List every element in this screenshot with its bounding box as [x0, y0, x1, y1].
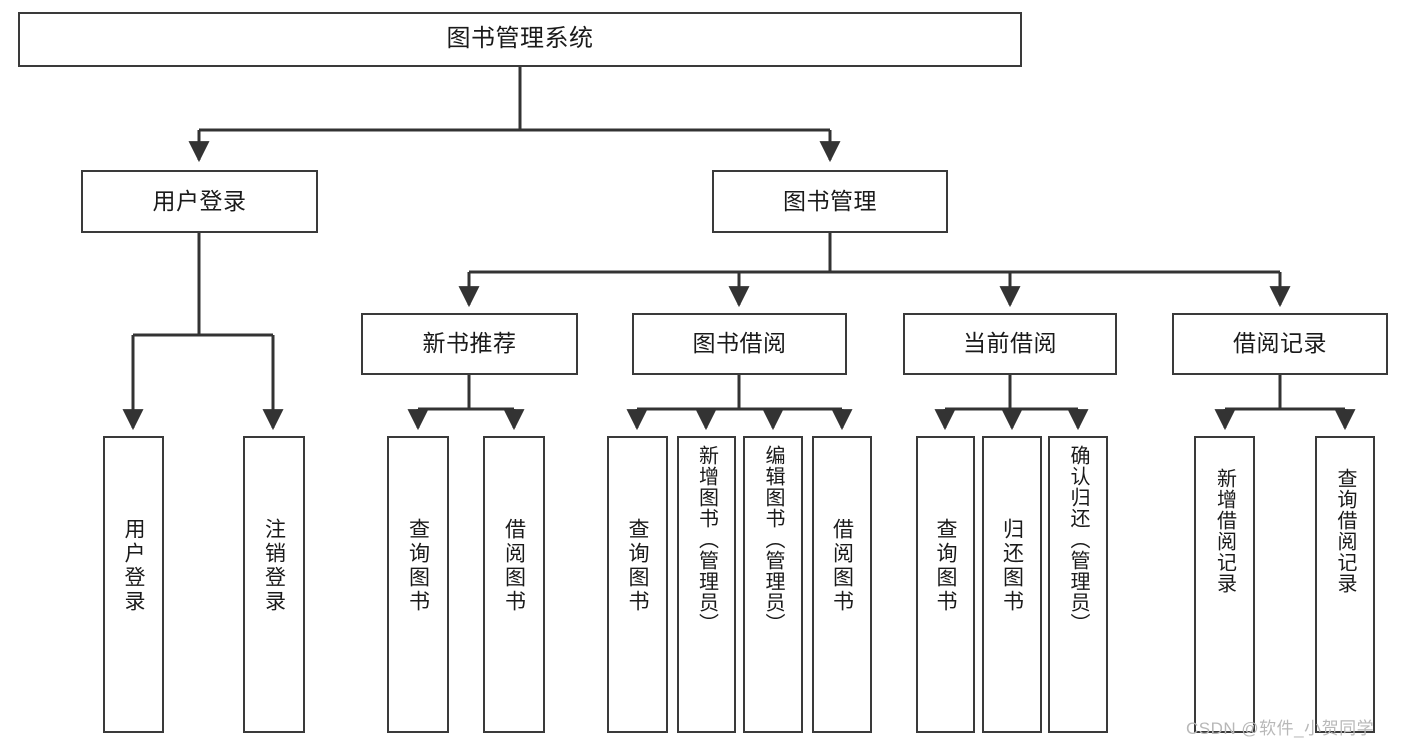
node-leaf-user-login-label: 用户登录 [122, 518, 145, 614]
node-user-login[interactable]: 用户登录 [81, 170, 318, 233]
node-leaf-borrow-book-2-label: 借阅图书 [830, 518, 854, 614]
node-leaf-borrow-book-1[interactable]: 借阅图书 [483, 436, 545, 733]
node-leaf-query-record[interactable]: 查询借阅记录 [1315, 436, 1375, 733]
node-leaf-add-record-label: 新增借阅记录 [1213, 468, 1236, 594]
node-leaf-edit-book[interactable]: 编辑图书（管理员） [743, 436, 803, 733]
node-leaf-confirm-return-label: 确认归还（管理员） [1067, 445, 1089, 634]
node-leaf-add-book-label: 新增图书（管理员） [695, 445, 718, 634]
node-current-borrow[interactable]: 当前借阅 [903, 313, 1117, 375]
node-borrow-record[interactable]: 借阅记录 [1172, 313, 1388, 375]
node-leaf-return-book-label: 归还图书 [1000, 518, 1024, 614]
node-new-book-rec[interactable]: 新书推荐 [361, 313, 578, 375]
node-root-label: 图书管理系统 [446, 25, 594, 53]
node-leaf-query-record-label: 查询借阅记录 [1334, 468, 1356, 594]
node-borrow-record-label: 借阅记录 [1233, 330, 1327, 357]
csdn-watermark: CSDN @软件_小贺同学 [1186, 719, 1375, 738]
node-leaf-add-record[interactable]: 新增借阅记录 [1194, 436, 1255, 733]
node-leaf-query-book-1[interactable]: 查询图书 [387, 436, 449, 733]
node-current-borrow-label: 当前借阅 [963, 330, 1057, 357]
node-leaf-logout[interactable]: 注销登录 [243, 436, 305, 733]
node-new-book-rec-label: 新书推荐 [422, 330, 517, 357]
node-leaf-query-book-3-label: 查询图书 [934, 518, 957, 614]
node-user-login-label: 用户登录 [152, 187, 247, 214]
node-leaf-return-book[interactable]: 归还图书 [982, 436, 1042, 733]
node-leaf-user-login[interactable]: 用户登录 [103, 436, 164, 733]
node-leaf-query-book-1-label: 查询图书 [406, 518, 430, 614]
node-leaf-borrow-book-1-label: 借阅图书 [502, 518, 526, 614]
node-book-borrow[interactable]: 图书借阅 [632, 313, 847, 375]
node-leaf-logout-label: 注销登录 [262, 518, 286, 614]
node-leaf-borrow-book-2[interactable]: 借阅图书 [812, 436, 872, 733]
node-leaf-edit-book-label: 编辑图书（管理员） [762, 445, 784, 634]
node-leaf-query-book-3[interactable]: 查询图书 [916, 436, 975, 733]
node-leaf-add-book[interactable]: 新增图书（管理员） [677, 436, 736, 733]
node-leaf-confirm-return[interactable]: 确认归还（管理员） [1048, 436, 1108, 733]
node-leaf-query-book-2-label: 查询图书 [626, 518, 649, 614]
node-book-manage[interactable]: 图书管理 [712, 170, 948, 233]
node-book-manage-label: 图书管理 [783, 187, 877, 214]
node-book-borrow-label: 图书借阅 [692, 330, 787, 357]
node-root[interactable]: 图书管理系统 [18, 12, 1022, 67]
node-leaf-query-book-2[interactable]: 查询图书 [607, 436, 668, 733]
